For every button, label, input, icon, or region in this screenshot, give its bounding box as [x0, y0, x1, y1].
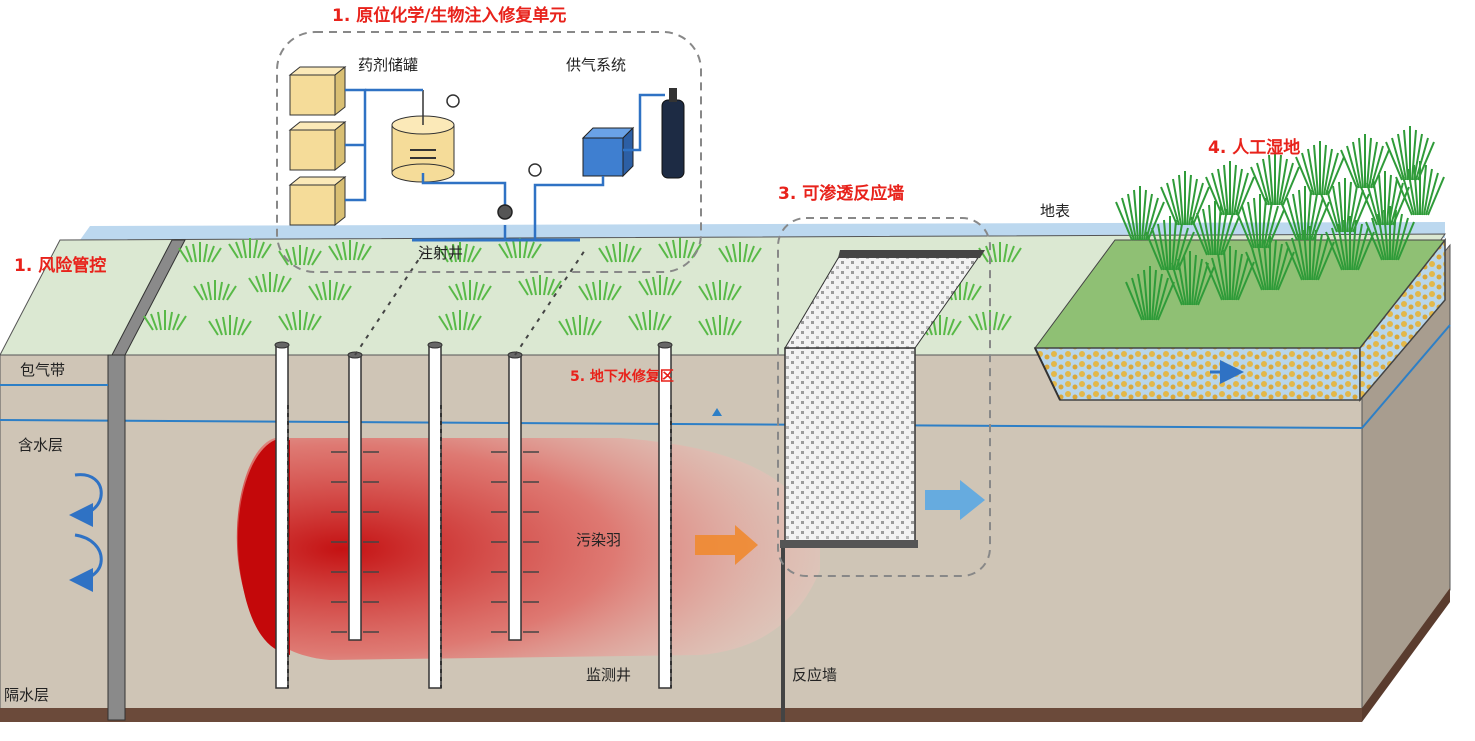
grass-tuft-icon: [278, 310, 322, 331]
wetland-basin-side: [1359, 237, 1446, 403]
grass-tuft-icon: [978, 242, 1022, 263]
bedrock-side: [1362, 588, 1450, 722]
prb-top-edge: [838, 250, 985, 258]
grass-tuft-icon: [308, 280, 352, 301]
injection-system-label: 药剂储罐: [358, 56, 419, 74]
grass-tuft-icon: [438, 242, 482, 263]
grass-tuft-icon: [918, 315, 962, 336]
injection-well: [507, 351, 523, 641]
monitor-well: [657, 341, 673, 689]
flow-arrow-icon: [695, 525, 758, 565]
module-4-label: 4. 人工湿地: [1208, 138, 1301, 158]
prb-wall-label: 反应墙: [792, 666, 838, 684]
vadose-label: 包气带: [20, 361, 66, 379]
prb-wall: [784, 347, 916, 544]
wetland-basin-front: [1033, 347, 1361, 401]
reed-icon: [1160, 171, 1210, 226]
grass-tuft-icon: [228, 238, 272, 259]
injection-well: [347, 351, 363, 641]
water-table-side: [1361, 324, 1451, 429]
water-table-line: [0, 419, 1363, 429]
reed-icon: [1235, 194, 1285, 249]
circulation-arrow-up: [69, 473, 103, 527]
wetland-reeds: [1115, 126, 1445, 321]
module-1-label: 1. 风险管控: [14, 256, 107, 276]
grass-tuft-icon: [248, 272, 292, 293]
grass-tuft-icon: [438, 310, 482, 331]
grass-tuft-icon: [193, 280, 237, 301]
wetland-liner: [1034, 347, 1061, 401]
injection-well-1-top: [354, 249, 426, 356]
grass-tuft-icon: [328, 240, 372, 261]
circulation-arrow-down: [69, 533, 103, 592]
water-table-marker: [712, 408, 722, 416]
prb-module-frame: [777, 217, 991, 577]
flow-arrow-icon: [925, 480, 985, 520]
pump-icon: [497, 204, 513, 220]
reed-icon: [1295, 141, 1345, 196]
grass-tuft-icon: [518, 275, 562, 296]
reed-icon: [1125, 266, 1175, 321]
aquitard-label: 隔水层: [4, 686, 50, 704]
grass-tuft-icon: [598, 242, 642, 263]
chemical-drum-icon: [288, 120, 347, 172]
reed-icon: [1205, 246, 1255, 301]
reed-icon: [1190, 201, 1240, 256]
barrier-wall: [107, 354, 126, 721]
gas-system-label: 供气系统: [566, 56, 627, 74]
reed-icon: [1145, 216, 1195, 271]
reed-icon: [1340, 134, 1390, 189]
plume-label: 污染羽: [576, 531, 622, 549]
reed-icon: [1115, 186, 1165, 241]
grass-tuft-icon: [178, 242, 222, 263]
grass-tuft-icon: [208, 315, 252, 336]
gauge-icon: [528, 163, 542, 177]
grass-tuft-icon: [638, 275, 682, 296]
monitor-well-label: 监测井: [586, 666, 632, 684]
grass-tuft-icon: [628, 310, 672, 331]
injection-well-2-top: [514, 249, 586, 356]
monitor-well: [427, 341, 443, 689]
aquifer-label: 含水层: [18, 436, 64, 454]
chemical-drum-icon: [288, 65, 347, 117]
grass-tuft-icon: [698, 280, 742, 301]
grass-tuft-icon: [698, 315, 742, 336]
grass-tuft-icon: [578, 280, 622, 301]
reed-icon: [1205, 161, 1255, 216]
gas-box-icon: [581, 126, 635, 178]
reed-icon: [1395, 161, 1445, 216]
grass-tuft-icon: [143, 310, 187, 331]
grass-tuft-icon: [718, 242, 762, 263]
grass-tuft-icon: [278, 245, 322, 266]
grass-tuft-icon: [498, 238, 542, 259]
grass-tuft-icon: [448, 280, 492, 301]
module-5-label: 5. 地下水修复区: [570, 369, 674, 385]
reed-icon: [1285, 226, 1335, 281]
injection-system-frame: [276, 31, 702, 273]
reed-icon: [1385, 126, 1435, 181]
mixing-tank-icon: [391, 90, 455, 183]
grass-tuft-icon: [558, 315, 602, 336]
monitor-well: [274, 341, 290, 689]
gas-cylinder-icon: [661, 88, 685, 179]
contaminant-plume: [236, 438, 821, 660]
unit-1-label: 1. 原位化学/生物注入修复单元: [332, 6, 567, 26]
pipe-network: [345, 88, 665, 240]
surface-label: 地表: [1040, 202, 1071, 220]
prb-base: [780, 540, 918, 548]
bedrock-layer: [0, 708, 1362, 722]
reed-icon: [1250, 151, 1300, 206]
injection-well-label: 注射井: [418, 244, 464, 262]
module-3-label: 3. 可渗透反应墙: [778, 184, 905, 204]
gauge-icon: [446, 94, 460, 108]
chemical-drum-icon: [288, 175, 347, 227]
